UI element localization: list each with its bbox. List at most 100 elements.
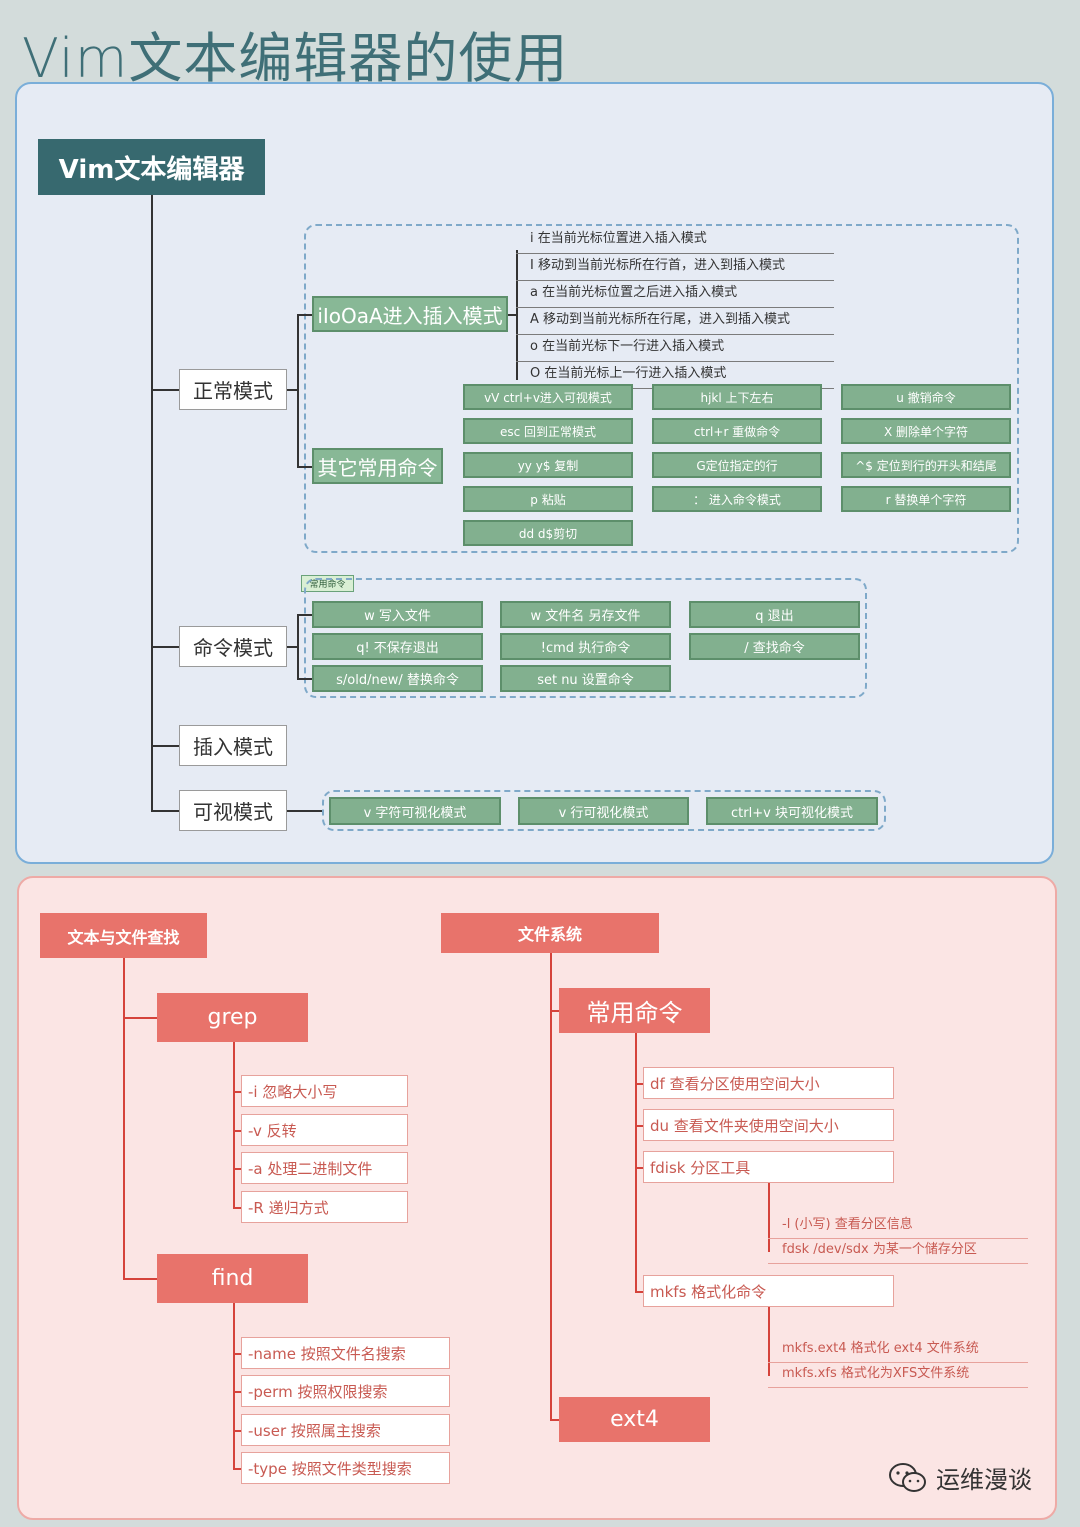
connector xyxy=(635,1167,643,1169)
connector xyxy=(151,389,179,391)
connector xyxy=(550,953,552,1420)
visual-box: ctrl+v 块可视化模式 xyxy=(706,797,878,825)
grep-option: -i 忽略大小写 xyxy=(241,1075,408,1107)
connector xyxy=(287,646,297,648)
other-commands-header: 其它常用命令 xyxy=(312,448,443,484)
cmd-box: ^$ 定位到行的开头和结尾 xyxy=(841,452,1011,478)
list-item: i 在当前光标位置进入插入模式 xyxy=(516,227,834,254)
connector xyxy=(233,1353,241,1355)
vim-root-node: Vim文本编辑器 xyxy=(38,139,265,195)
connector xyxy=(151,646,179,648)
watermark: 运维漫谈 xyxy=(888,1460,1032,1495)
connector xyxy=(151,745,179,747)
cmd-box: q! 不保存退出 xyxy=(312,633,483,660)
connector xyxy=(123,1278,157,1280)
normal-mode-group xyxy=(304,224,1019,553)
connector xyxy=(287,810,322,812)
cmd-box: w 文件名 另存文件 xyxy=(500,601,671,628)
fdisk-command: fdisk 分区工具 xyxy=(643,1151,894,1183)
cmd-box: hjkl 上下左右 xyxy=(652,384,822,410)
cmd-box: ctrl+r 重做命令 xyxy=(652,418,822,444)
vim-trunk-line xyxy=(151,195,153,811)
connector xyxy=(297,314,312,316)
df-command: df 查看分区使用空间大小 xyxy=(643,1067,894,1099)
common-commands-node: 常用命令 xyxy=(559,988,710,1033)
list-item: A 移动到当前光标所在行尾，进入到插入模式 xyxy=(516,308,834,335)
grep-option: -v 反转 xyxy=(241,1114,408,1146)
connector xyxy=(635,1033,637,1291)
connector xyxy=(297,314,299,466)
cmd-box: set nu 设置命令 xyxy=(500,665,671,692)
connector xyxy=(635,1083,643,1085)
du-command: du 查看文件夹使用空间大小 xyxy=(643,1109,894,1141)
connector xyxy=(550,1010,559,1012)
cmd-box: !cmd 执行命令 xyxy=(500,633,671,660)
find-option: -name 按照文件名搜索 xyxy=(241,1337,450,1369)
connector xyxy=(123,958,125,1279)
connector xyxy=(233,1303,235,1469)
connector xyxy=(233,1391,241,1393)
list-item: mkfs.ext4 格式化 ext4 文件系统 xyxy=(768,1338,1028,1363)
mode-visual: 可视模式 xyxy=(179,790,287,831)
connector xyxy=(287,389,297,391)
fdisk-sub-list: -l (小写) 查看分区信息 fdsk /dev/sdx 为某一个储存分区 xyxy=(768,1214,1028,1264)
connector xyxy=(233,1091,241,1093)
cmd-box: / 查找命令 xyxy=(689,633,860,660)
grep-option: -a 处理二进制文件 xyxy=(241,1152,408,1184)
connector xyxy=(550,1419,559,1421)
connector xyxy=(516,250,518,380)
connector xyxy=(233,1468,241,1470)
cmd-box: u 撤销命令 xyxy=(841,384,1011,410)
mkfs-command: mkfs 格式化命令 xyxy=(643,1275,894,1307)
cmd-box: s/old/new/ 替换命令 xyxy=(312,665,483,692)
find-node: find xyxy=(157,1254,308,1303)
connector xyxy=(768,1307,770,1376)
connector xyxy=(233,1168,241,1170)
connector xyxy=(297,466,312,468)
cmd-box: r 替换单个字符 xyxy=(841,486,1011,512)
page-title: Vim文本编辑器的使用 xyxy=(22,27,569,90)
grep-option: -R 递归方式 xyxy=(241,1191,408,1223)
list-item: mkfs.xfs 格式化为XFS文件系统 xyxy=(768,1363,1028,1388)
cmd-box: yy y$ 复制 xyxy=(463,452,633,478)
watermark-text: 运维漫谈 xyxy=(936,1466,1032,1494)
connector xyxy=(233,1430,241,1432)
find-option: -type 按照文件类型搜索 xyxy=(241,1452,450,1484)
cmd-box: dd d$剪切 xyxy=(463,520,633,546)
cmd-box: vV ctrl+v进入可视模式 xyxy=(463,384,633,410)
ext4-node: ext4 xyxy=(559,1397,710,1442)
connector xyxy=(635,1291,643,1293)
connector xyxy=(233,1207,241,1209)
list-item: a 在当前光标位置之后进入插入模式 xyxy=(516,281,834,308)
list-item: o 在当前光标下一行进入插入模式 xyxy=(516,335,834,362)
filesystem-title: 文件系统 xyxy=(441,913,659,953)
connector xyxy=(233,1130,241,1132)
cmd-box: esc 回到正常模式 xyxy=(463,418,633,444)
grep-node: grep xyxy=(157,993,308,1042)
wechat-icon xyxy=(889,1462,926,1492)
cmd-box: w 写入文件 xyxy=(312,601,483,628)
visual-box: v 行可视化模式 xyxy=(518,797,689,825)
list-item: fdsk /dev/sdx 为某一个储存分区 xyxy=(768,1239,1028,1264)
list-item: -l (小写) 查看分区信息 xyxy=(768,1214,1028,1239)
insert-key-list: i 在当前光标位置进入插入模式 I 移动到当前光标所在行首，进入到插入模式 a … xyxy=(516,227,834,389)
cmd-box: X 删除单个字符 xyxy=(841,418,1011,444)
command-mode-group xyxy=(304,578,867,698)
mode-insert: 插入模式 xyxy=(179,725,287,766)
connector xyxy=(233,1042,235,1207)
insert-keys-header: iIoOaA进入插入模式 xyxy=(312,296,508,332)
connector xyxy=(297,678,312,680)
list-item: I 移动到当前光标所在行首，进入到插入模式 xyxy=(516,254,834,281)
connector xyxy=(508,314,516,316)
mode-command: 命令模式 xyxy=(179,626,287,667)
find-option: -perm 按照权限搜索 xyxy=(241,1375,450,1407)
cmd-box: G定位指定的行 xyxy=(652,452,822,478)
cmd-box: ： 进入命令模式 xyxy=(652,486,822,512)
linux-panel xyxy=(17,876,1057,1520)
connector xyxy=(297,614,299,678)
find-option: -user 按照属主搜索 xyxy=(241,1414,450,1446)
visual-box: v 字符可视化模式 xyxy=(329,797,501,825)
mode-normal: 正常模式 xyxy=(179,369,287,410)
connector xyxy=(768,1183,770,1252)
connector xyxy=(297,614,312,616)
